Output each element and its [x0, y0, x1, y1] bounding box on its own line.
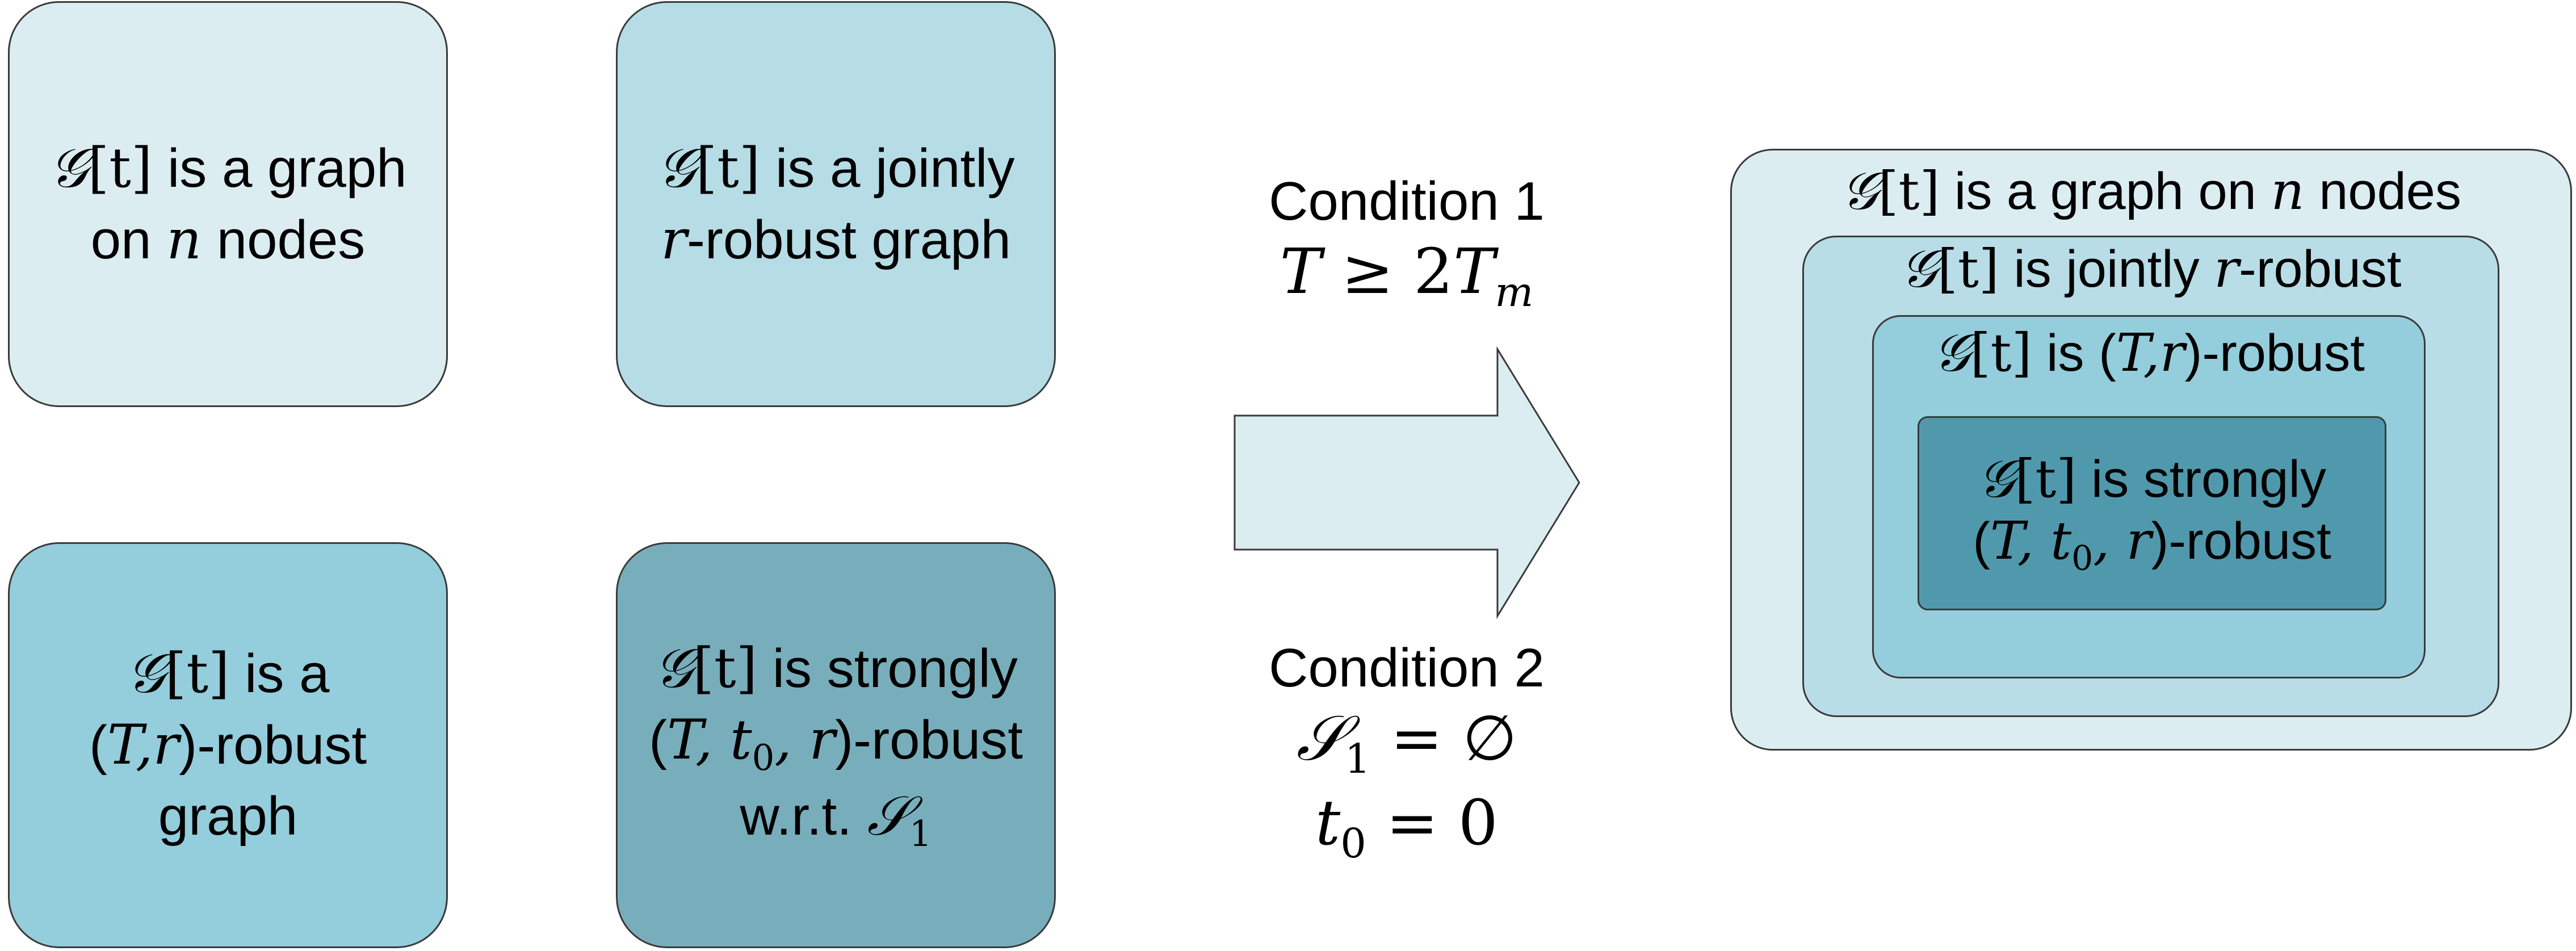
- condition-2-expression-2: t0 = 0: [1315, 786, 1498, 868]
- box4-line2: (T, t0, r)-robust: [649, 708, 1023, 779]
- box-jointly-robust: 𝒢[t] is a jointly r-robust graph: [616, 1, 1056, 407]
- condition-2-title: Condition 2: [1269, 638, 1545, 698]
- nested-set-3-label: 𝒢[t] is (T,r)-robust: [1933, 322, 2365, 383]
- box2-line1: 𝒢[t] is a jointly: [657, 136, 1015, 200]
- condition-2-expression-1: 𝒮1 = ∅: [1296, 702, 1517, 782]
- box-T-r-robust: 𝒢[t] is a (T,r)-robust graph: [8, 542, 448, 948]
- graph-symbol: 𝒢: [49, 136, 88, 200]
- nested-set-1-label: 𝒢[t] is a graph on n nodes: [1841, 161, 2461, 221]
- box3-line3: graph: [158, 785, 298, 847]
- right-arrow-icon: [1234, 346, 1580, 619]
- box3-line1: 𝒢[t] is a: [126, 642, 330, 706]
- nested-set-2-label: 𝒢[t] is jointly r-robust: [1900, 238, 2402, 299]
- box-strongly-robust: 𝒢[t] is strongly (T, t0, r)-robust w.r.t…: [616, 542, 1056, 948]
- condition-1-title: Condition 1: [1269, 171, 1545, 232]
- box1-line1: 𝒢[t] is a graph: [49, 136, 407, 200]
- box4-line3: w.r.t. 𝒮1: [740, 784, 932, 855]
- condition-1: Condition 1 T ≥ 2Tm: [1236, 170, 1577, 317]
- box2-line2: r-robust graph: [661, 207, 1011, 271]
- box-graph-on-n-nodes: 𝒢[t] is a graph on n nodes: [8, 1, 448, 407]
- condition-1-expression: T ≥ 2Tm: [1279, 235, 1534, 316]
- nested-set-4-label-line1: 𝒢[t] is strongly: [1978, 448, 2326, 509]
- box1-line2: on n nodes: [90, 207, 366, 271]
- nested-set-strongly-robust: 𝒢[t] is strongly (T, t0, r)-robust: [1918, 416, 2386, 610]
- nested-set-4-label-line2: (T, t0, r)-robust: [1973, 510, 2331, 579]
- condition-2: Condition 2 𝒮1 = ∅ t0 = 0: [1236, 637, 1577, 869]
- box4-line1: 𝒢[t] is strongly: [654, 636, 1018, 701]
- box3-line2: (T,r)-robust: [89, 713, 367, 777]
